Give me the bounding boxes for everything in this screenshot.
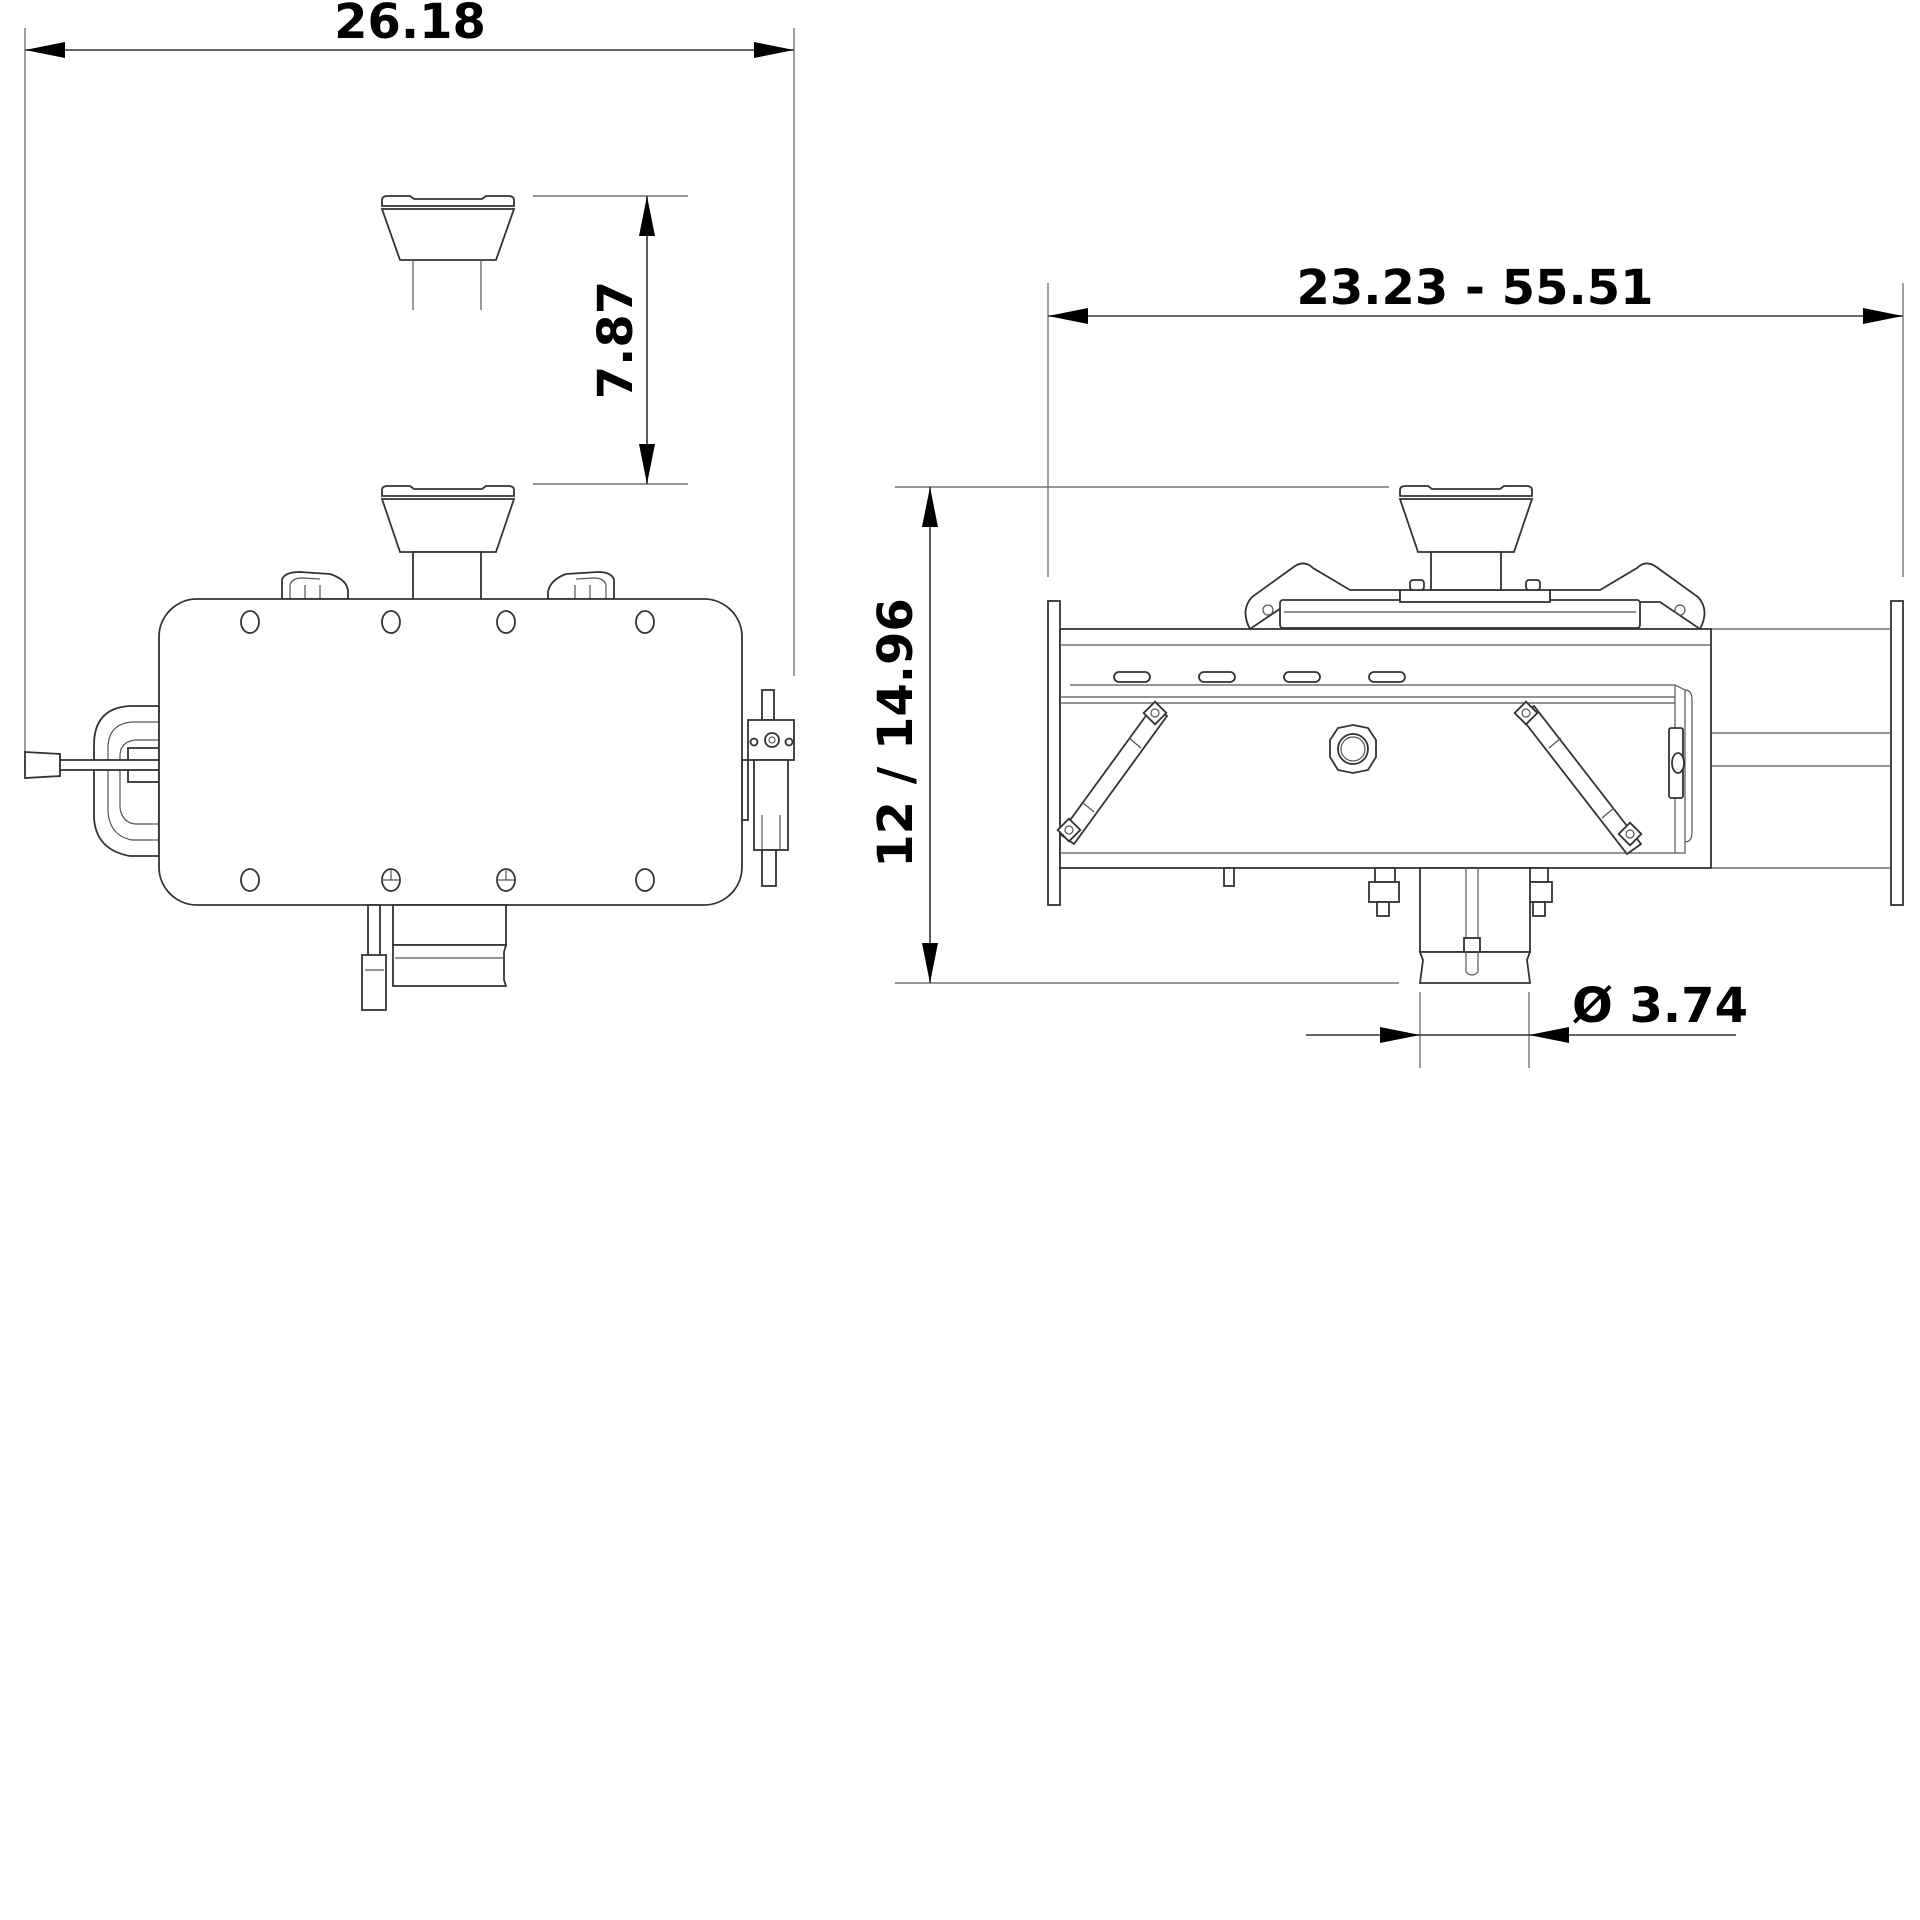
dimension-label-knob-travel: 7.87 bbox=[588, 281, 644, 399]
bolt-hole bbox=[635, 868, 655, 892]
mount-tab-right bbox=[547, 571, 615, 600]
extension-tube bbox=[1711, 628, 1891, 869]
bolt-hole bbox=[381, 610, 401, 634]
bolt-hole bbox=[635, 610, 655, 634]
arrow-right-icon bbox=[1863, 308, 1903, 324]
adjustment-knob bbox=[1329, 724, 1377, 774]
mount-tab-left bbox=[281, 571, 349, 600]
receiver-collar bbox=[361, 904, 508, 1011]
end-plate-left bbox=[1047, 600, 1061, 906]
arrow-up-icon bbox=[639, 196, 655, 236]
bolt-hole bbox=[240, 868, 260, 892]
dimension-label-height: 12 / 14.96 bbox=[868, 598, 924, 868]
dimension-label-length-range: 23.23 - 55.51 bbox=[1297, 260, 1654, 316]
air-valve bbox=[741, 689, 795, 887]
arrow-down-icon bbox=[639, 444, 655, 484]
arrow-right-icon bbox=[1380, 1027, 1420, 1043]
dimension-overall-width: 26.18 bbox=[24, 0, 795, 770]
knob-lowered bbox=[380, 485, 516, 602]
dimension-length-range: 23.23 - 55.51 bbox=[1047, 260, 1904, 577]
kingpin bbox=[1418, 867, 1532, 984]
arrow-up-icon bbox=[922, 487, 938, 527]
dimension-diameter: Ø 3.74 bbox=[1306, 978, 1748, 1068]
dimension-label-overall-width: 26.18 bbox=[334, 0, 486, 50]
arrow-down-icon bbox=[922, 943, 938, 983]
arrow-left-icon bbox=[1048, 308, 1088, 324]
arrow-right-icon bbox=[754, 42, 794, 58]
frame bbox=[1059, 628, 1712, 869]
dimension-label-diameter: Ø 3.74 bbox=[1572, 978, 1748, 1034]
handle-bracket bbox=[93, 705, 160, 857]
arrow-left-icon bbox=[1529, 1027, 1569, 1043]
bolt-hole bbox=[240, 610, 260, 634]
body-plate bbox=[158, 598, 743, 906]
arrow-left-icon bbox=[25, 42, 65, 58]
brace-left bbox=[1056, 700, 1169, 846]
knob-raised bbox=[380, 195, 516, 310]
brace-right bbox=[1513, 700, 1643, 856]
top-view: 26.18 7.87 bbox=[24, 0, 795, 1011]
knob-side bbox=[1398, 485, 1534, 591]
side-view: 23.23 - 55.51 12 / 14.96 bbox=[868, 260, 1904, 1068]
dimension-knob-travel: 7.87 bbox=[533, 195, 688, 485]
end-plate-right bbox=[1890, 600, 1904, 906]
dimension-height: 12 / 14.96 bbox=[868, 486, 1399, 984]
saddle-assembly bbox=[1244, 562, 1706, 631]
bolt-hole bbox=[496, 610, 516, 634]
bolt-hole-marked bbox=[496, 868, 516, 892]
bolt-hole-marked bbox=[381, 868, 401, 892]
